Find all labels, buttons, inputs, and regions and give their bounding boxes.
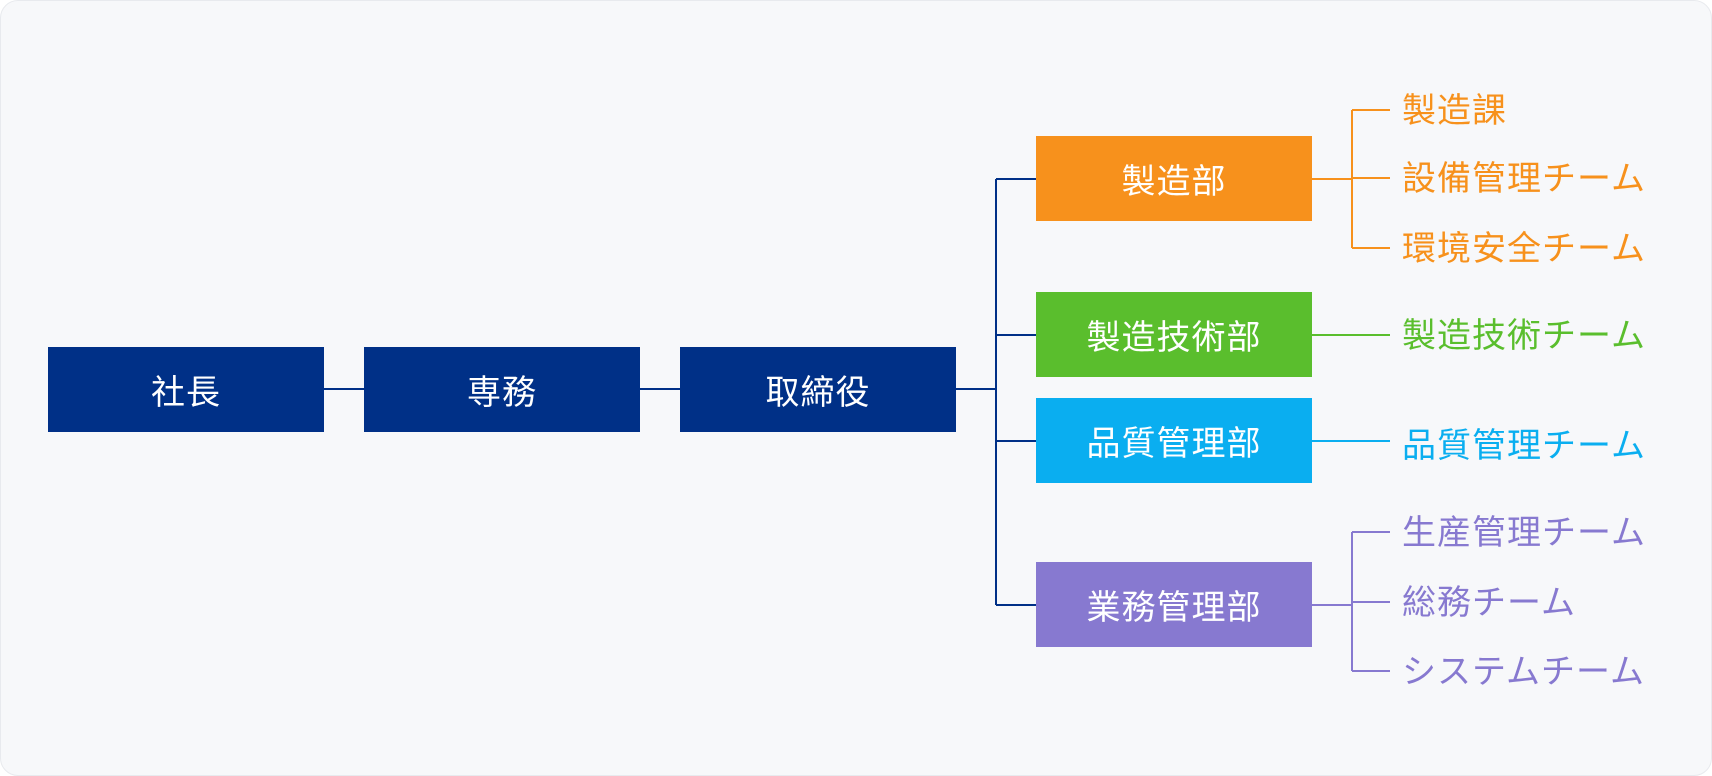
node-dept-engineering-label: 製造技術部 — [1086, 318, 1262, 358]
team-systems: システムチーム — [1402, 652, 1645, 692]
team-equipment-management: 設備管理チーム — [1402, 159, 1646, 199]
team-general-affairs: 総務チーム — [1402, 583, 1576, 623]
team-manufacturing-engineering: 製造技術チーム — [1402, 316, 1646, 356]
node-president-label: 社長 — [151, 373, 221, 413]
node-managing-director-label: 専務 — [467, 373, 537, 413]
node-dept-quality-label: 品質管理部 — [1086, 424, 1262, 464]
team-environment-safety: 環境安全チーム — [1402, 229, 1646, 269]
node-president: 社長 — [48, 347, 324, 432]
node-director: 取締役 — [680, 347, 956, 432]
node-dept-engineering: 製造技術部 — [1036, 292, 1312, 377]
team-production-control: 生産管理チーム — [1402, 513, 1646, 553]
node-dept-business-label: 業務管理部 — [1086, 588, 1262, 628]
node-dept-business: 業務管理部 — [1036, 562, 1312, 647]
node-dept-manufacturing-label: 製造部 — [1121, 162, 1227, 202]
team-quality-control: 品質管理チーム — [1402, 426, 1646, 466]
team-manufacturing-section: 製造課 — [1402, 91, 1507, 131]
node-dept-manufacturing: 製造部 — [1036, 136, 1312, 221]
node-managing-director: 専務 — [364, 347, 640, 432]
node-director-label: 取締役 — [765, 373, 871, 413]
node-dept-quality: 品質管理部 — [1036, 398, 1312, 483]
